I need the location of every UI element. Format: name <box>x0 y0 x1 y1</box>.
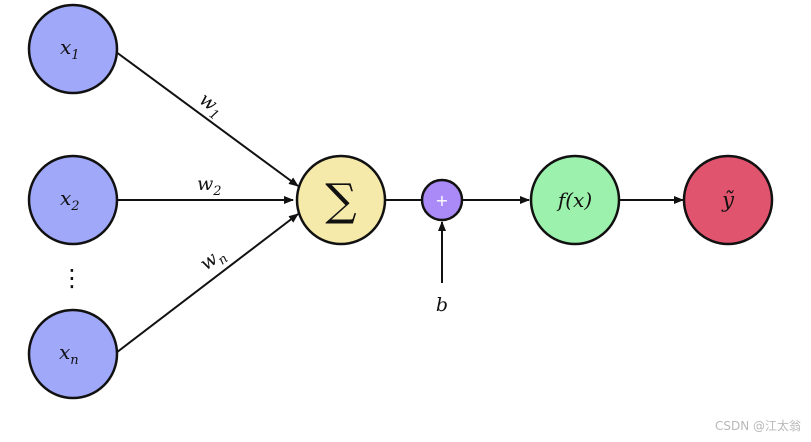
sum-node: ∑ <box>295 154 387 246</box>
input-node-x2: x2 <box>27 154 119 246</box>
input-node-x1: x1 <box>27 3 119 95</box>
svg-text:x1: x1 <box>60 35 80 63</box>
edge-xn-to-sum <box>111 213 299 357</box>
svg-text:xn: xn <box>59 340 79 368</box>
weight-label-w1: w1 <box>193 88 228 123</box>
input-node-x2-label: x <box>60 186 71 210</box>
activation-label: f(x) <box>556 188 592 212</box>
output-label: ỹ <box>721 188 735 212</box>
input-node-xn: xn <box>27 308 119 400</box>
output-node: ỹ <box>682 154 774 246</box>
input-node-x1-subscript: 1 <box>71 48 79 63</box>
inputs-ellipsis: ⋮ <box>60 264 84 292</box>
weight-label-w2-subscript: 2 <box>212 184 221 199</box>
svg-text:x2: x2 <box>60 186 80 214</box>
activation-node: f(x) <box>529 154 621 246</box>
input-node-x1-label: x <box>60 35 71 59</box>
weight-label-w2: w2 <box>197 173 222 199</box>
bias-label: b <box>436 294 448 316</box>
input-node-x2-subscript: 2 <box>70 199 79 214</box>
input-node-xn-subscript: n <box>70 353 78 368</box>
edge-x1-to-sum <box>111 48 299 187</box>
plus-node: + <box>420 178 464 222</box>
watermark: CSDN @江太翁 <box>714 419 801 433</box>
sum-symbol: ∑ <box>325 175 356 226</box>
plus-symbol: + <box>435 191 448 210</box>
input-node-xn-label: x <box>59 340 70 364</box>
weight-label-w2-base: w <box>197 173 213 195</box>
weight-label-wn: wn <box>196 243 231 279</box>
